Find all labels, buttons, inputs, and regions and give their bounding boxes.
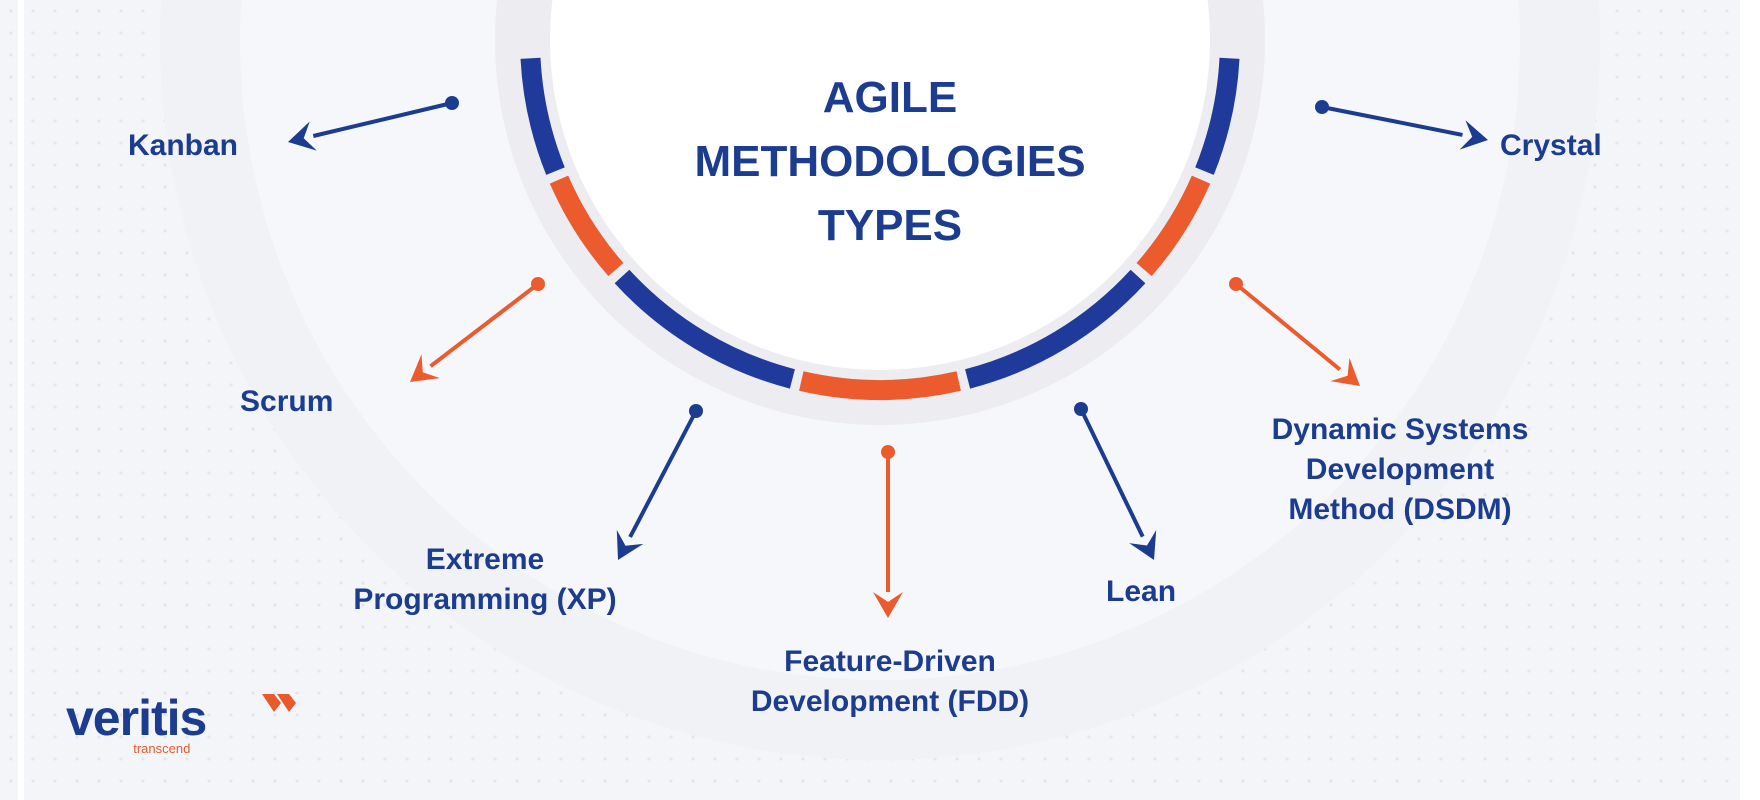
arrow-extreme-programming-dot [689, 404, 703, 418]
arrow-dsdm-line [1234, 282, 1342, 372]
logo-chevron-icon [262, 694, 296, 712]
arrow-scrum [410, 277, 545, 382]
arrow-crystal-dot [1315, 100, 1329, 114]
label-extreme-programming: Extreme Programming (XP) [305, 540, 665, 620]
arrow-lean-head [1129, 530, 1157, 560]
arrow-kanban-head [288, 121, 317, 151]
logo-tagline: transcend [133, 741, 191, 756]
arrow-extreme-programming-head [616, 530, 644, 560]
label-xp-line-2: Programming (XP) [353, 583, 617, 616]
logo-wordmark: veritis [66, 690, 207, 746]
ring-segment-left-orange [549, 175, 624, 277]
arrow-kanban-line [312, 101, 453, 138]
arrow-crystal [1315, 100, 1488, 150]
arrow-crystal-line [1321, 105, 1463, 137]
arrow-dsdm [1229, 277, 1360, 386]
methodology-ring [520, 57, 1240, 400]
label-scrum-line-1: Scrum [240, 385, 334, 418]
arrow-feature-driven-development-dot [881, 445, 895, 459]
arrow-extreme-programming [616, 404, 703, 560]
ring-segment-bottom-orange [799, 371, 961, 400]
title-disc [550, 0, 1210, 370]
label-fdd-line-2: Development (FDD) [750, 685, 1030, 718]
label-lean-line-1: Lean [1106, 575, 1177, 608]
frame-border-right [1740, 0, 1760, 800]
arrow-kanban [288, 96, 459, 151]
ring-segment-right-top [1195, 57, 1240, 175]
title-line-2: METHODOLOGIES [694, 137, 1086, 186]
label-feature-driven-development: Feature-Driven Development (FDD) [690, 642, 1090, 722]
veritis-logo: veritis transcend [66, 690, 296, 756]
diagram-title: AGILE METHODOLOGIES TYPES [640, 66, 1140, 258]
arrow-crystal-head [1459, 120, 1488, 150]
arrow-scrum-line [429, 282, 540, 368]
ring-segment-left-lower [614, 269, 795, 389]
arrow-lean-dot [1074, 402, 1088, 416]
label-dsdm: Dynamic Systems Development Method (DSDM… [1230, 410, 1570, 530]
frame-border-left [18, 0, 24, 800]
arrow-kanban-dot [445, 96, 459, 110]
label-dsdm-line-2: Development [1305, 453, 1495, 486]
ring-segment-right-orange [1136, 175, 1211, 277]
arrow-feature-driven-development-head [873, 592, 903, 618]
arrow-lean [1074, 402, 1157, 560]
label-crystal: Crystal [1500, 126, 1660, 166]
label-kanban: Kanban [128, 126, 278, 166]
label-lean: Lean [1106, 572, 1226, 612]
label-dsdm-line-1: Dynamic Systems [1271, 413, 1529, 446]
arrow-extreme-programming-line [628, 410, 698, 538]
ring-segment-right-lower [965, 269, 1146, 389]
label-scrum: Scrum [240, 382, 380, 422]
title-line-1: AGILE [822, 73, 958, 122]
label-crystal-line-1: Crystal [1500, 129, 1602, 162]
arrow-dsdm-dot [1229, 277, 1243, 291]
arrow-scrum-dot [531, 277, 545, 291]
title-line-3: TYPES [817, 201, 963, 250]
arrow-feature-driven-development [873, 445, 903, 618]
ring-segment-left-top [520, 57, 565, 175]
label-xp-line-1: Extreme [425, 543, 545, 576]
label-kanban-line-1: Kanban [128, 129, 239, 162]
connector-arrows [288, 96, 1488, 618]
arrow-lean-line [1079, 408, 1145, 538]
arrow-scrum-head [410, 354, 440, 382]
arrow-dsdm-head [1330, 357, 1360, 386]
label-dsdm-line-3: Method (DSDM) [1288, 493, 1512, 526]
label-fdd-line-1: Feature-Driven [784, 645, 996, 678]
